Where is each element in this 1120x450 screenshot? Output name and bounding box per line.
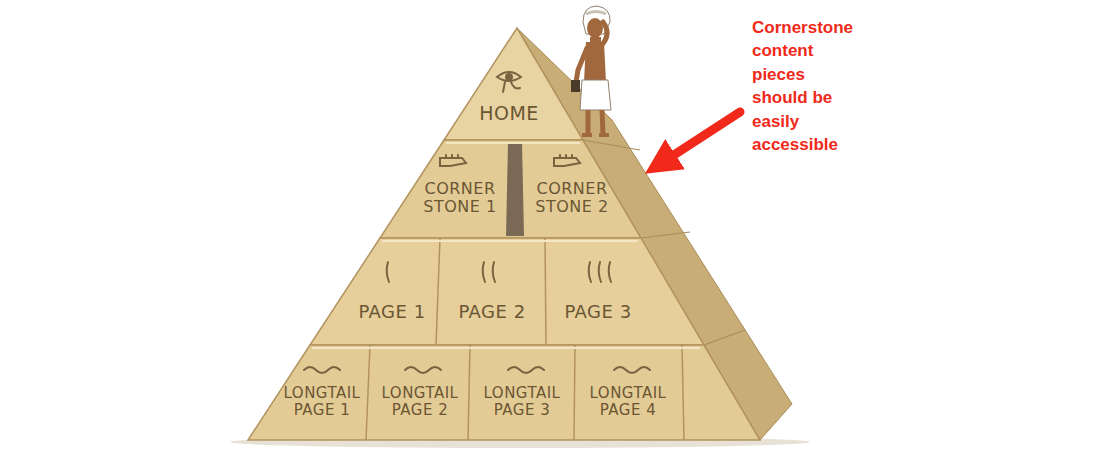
home-block: HOME — [469, 101, 549, 127]
longtail-block: LONGTAIL PAGE 1 — [276, 383, 368, 422]
block-label: PAGE 1 — [348, 302, 436, 323]
longtail-block: LONGTAIL PAGE 2 — [373, 383, 467, 422]
row-highlights — [312, 143, 700, 348]
longtail-block: LONGTAIL PAGE 4 — [581, 383, 675, 422]
block-label: LONGTAIL PAGE 4 — [583, 385, 673, 420]
hieroglyphs — [304, 72, 650, 373]
block-label: HOME — [471, 103, 547, 125]
callout-arrow — [660, 112, 740, 164]
cornerstone-slot — [506, 142, 524, 236]
cornerstone-block: CORNER STONE 1 — [412, 178, 508, 219]
page-block: PAGE 2 — [446, 300, 538, 325]
longtail-block: LONGTAIL PAGE 3 — [475, 383, 569, 422]
callout-note: Cornerstone content pieces should be eas… — [752, 16, 860, 157]
pharaoh-figure — [571, 6, 611, 137]
page-block: PAGE 3 — [552, 300, 644, 325]
block-label: LONGTAIL PAGE 2 — [375, 385, 465, 420]
block-label: CORNER STONE 1 — [414, 180, 506, 217]
pyramid-front — [248, 28, 760, 440]
block-label: CORNER STONE 2 — [529, 180, 615, 217]
page-block: PAGE 1 — [346, 300, 438, 325]
cornerstone-block: CORNER STONE 2 — [527, 178, 617, 219]
block-label: PAGE 2 — [448, 302, 536, 323]
block-label: LONGTAIL PAGE 1 — [278, 385, 366, 420]
block-label: PAGE 3 — [554, 302, 642, 323]
block-label: LONGTAIL PAGE 3 — [477, 385, 567, 420]
